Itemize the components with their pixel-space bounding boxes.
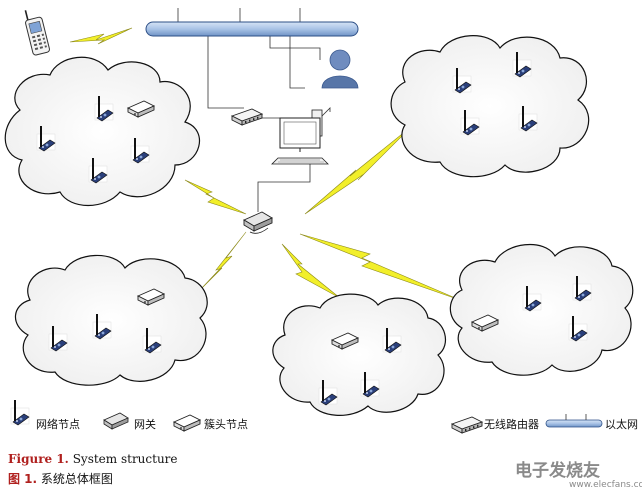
user-icon <box>321 49 359 89</box>
figure-caption-en: Figure 1. System structure <box>8 452 178 466</box>
lightning-gateway-bottomleft <box>199 231 247 291</box>
legend-ethernet-label: 以太网 <box>605 418 638 431</box>
wireless-router-icon <box>231 108 263 126</box>
ethernet-bus <box>145 21 359 37</box>
lightning-gateway-left <box>184 179 247 215</box>
network-cloud-bottom-center <box>272 293 447 416</box>
computer-icon <box>271 109 329 165</box>
figure-caption-zh-title: 系统总体框图 <box>40 472 113 486</box>
figure-caption-en-title: System structure <box>72 452 178 466</box>
legend-cluster-head-icon <box>173 414 201 432</box>
lightning-gateway-bottom <box>281 243 341 299</box>
network-cloud-top-right <box>390 35 590 178</box>
lightning-phone-bus <box>69 27 133 45</box>
legend-ethernet-icon <box>545 414 603 428</box>
legend-router-icon <box>451 416 483 434</box>
figure-caption-en-prefix: Figure 1. <box>8 452 69 466</box>
legend-gateway-icon <box>103 412 129 430</box>
watermark-logo: 电子发烧友 <box>515 461 600 481</box>
legend-node-label: 网络节点 <box>36 418 80 431</box>
legend-router-label: 无线路由器 <box>484 418 539 431</box>
legend-node-icon <box>10 399 30 426</box>
legend-icons <box>10 399 603 434</box>
network-cloud-bottom-left <box>14 254 208 386</box>
gateway-icon <box>243 211 273 234</box>
network-cloud-top-left <box>4 56 201 206</box>
watermark-url: www.elecfans.com <box>569 480 642 490</box>
legend-gateway-label: 网关 <box>134 418 156 431</box>
figure-caption-zh: 图 1. 系统总体框图 <box>8 470 113 487</box>
mobile-phone-icon <box>24 10 50 56</box>
wireless-links <box>69 27 461 301</box>
lightning-gateway-topright <box>304 125 413 215</box>
legend-cluster-head-label: 簇头节点 <box>204 418 248 431</box>
network-cloud-bottom-right <box>449 243 634 376</box>
figure-caption-zh-prefix: 图 1. <box>8 472 38 486</box>
lightning-gateway-right <box>299 233 461 301</box>
